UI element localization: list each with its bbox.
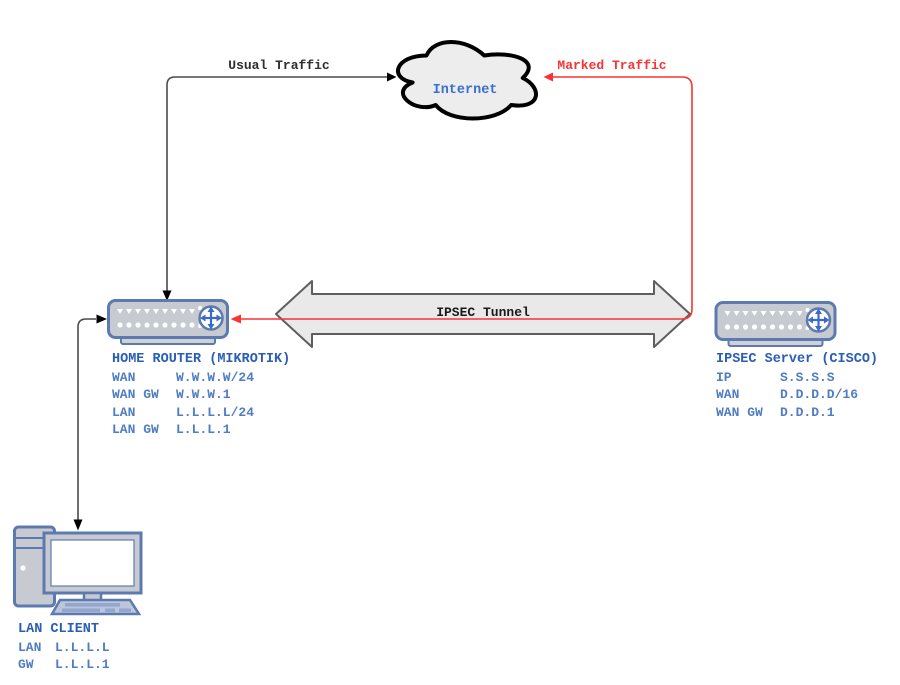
move-icon-arrows [807, 308, 830, 332]
info-label: WAN GW [112, 387, 159, 402]
router-appliance-icon [714, 301, 837, 347]
info-row: LAN L.L.L.L/24 [112, 404, 290, 422]
router-appliance-icon [107, 299, 229, 345]
info-value: L.L.L.1 [176, 422, 231, 437]
info-label: GW [18, 657, 34, 672]
lan-link [73, 314, 107, 531]
cloud-shape [396, 40, 538, 121]
server-port-dots [724, 308, 810, 330]
info-value: L.L.L.1 [55, 657, 110, 672]
info-label: WAN [716, 387, 740, 402]
marked-traffic-link [230, 72, 693, 324]
keyboard-keys [62, 603, 131, 613]
monitor-screen [50, 539, 135, 587]
power-button [20, 565, 26, 571]
desktop-computer-icon [13, 525, 143, 616]
lan-client-title: LAN CLIENT [18, 622, 100, 637]
move-icon-arrows [200, 306, 222, 330]
ipsec-tunnel-label: IPSEC Tunnel [436, 305, 530, 320]
arrowhead-into-cloud-left [387, 72, 397, 82]
lan-client-info: LAN CLIENT LAN L.L.L.L GW L.L.L.1 [18, 621, 110, 674]
info-label: LAN [18, 639, 42, 655]
info-row: IP S.S.S.S [716, 369, 878, 387]
home-router-title: HOME ROUTER (MIKROTIK) [112, 352, 291, 367]
ipsec-server-info: IPSEC Server (CISCO) IP S.S.S.S WAN D.D.D.… [716, 351, 878, 421]
info-value: D.D.D.1 [780, 404, 835, 420]
info-value: L.L.L.L/24 [176, 404, 255, 420]
lan-link-line [77, 318, 96, 520]
usual-traffic-link [162, 72, 397, 301]
info-row: LAN GW L.L.L.1 [112, 421, 290, 439]
ipsec-server-icon [713, 301, 838, 354]
info-label: LAN GW [112, 422, 159, 437]
usual-traffic-label: Usual Traffic [228, 58, 330, 73]
info-row: WAN GW W.W.W.1 [112, 386, 290, 404]
marked-traffic-line [241, 76, 693, 320]
info-value: D.D.D.D/16 [780, 387, 859, 402]
info-value: W.W.W.1 [176, 387, 231, 402]
info-value: S.S.S.S [780, 369, 835, 385]
ipsec-tunnel-arrow [275, 280, 691, 348]
red-arrowhead-into-cloud-right [543, 72, 553, 82]
lan-client-icon [12, 524, 144, 623]
info-row: WAN D.D.D.D/16 [716, 386, 878, 404]
ipsec-server-title: IPSEC Server (CISCO) [716, 352, 879, 367]
arrowhead-into-router-top [162, 290, 172, 301]
arrowhead-into-router-left [96, 314, 107, 324]
info-label: WAN [112, 369, 136, 385]
info-label: LAN [112, 404, 136, 420]
internet-label: Internet [432, 83, 498, 98]
info-row: GW L.L.L.1 [18, 656, 110, 674]
internet-cloud [396, 40, 538, 121]
usual-traffic-line [166, 76, 387, 291]
arrowhead-into-client-top [73, 519, 83, 531]
info-value: W.W.W.W/24 [176, 369, 255, 385]
info-value: L.L.L.L [55, 639, 110, 655]
home-router-icon [107, 299, 229, 352]
info-label: WAN GW [716, 404, 763, 420]
home-router-info: HOME ROUTER (MIKROTIK) WAN W.W.W.W/24 WAN… [112, 351, 290, 439]
red-arrowhead-into-router-right [230, 314, 241, 324]
info-row: LAN L.L.L.L [18, 639, 110, 657]
info-row: WAN GW D.D.D.1 [716, 404, 878, 422]
info-row: WAN W.W.W.W/24 [112, 369, 290, 387]
marked-traffic-label: Marked Traffic [557, 58, 667, 73]
info-label: IP [716, 369, 732, 385]
